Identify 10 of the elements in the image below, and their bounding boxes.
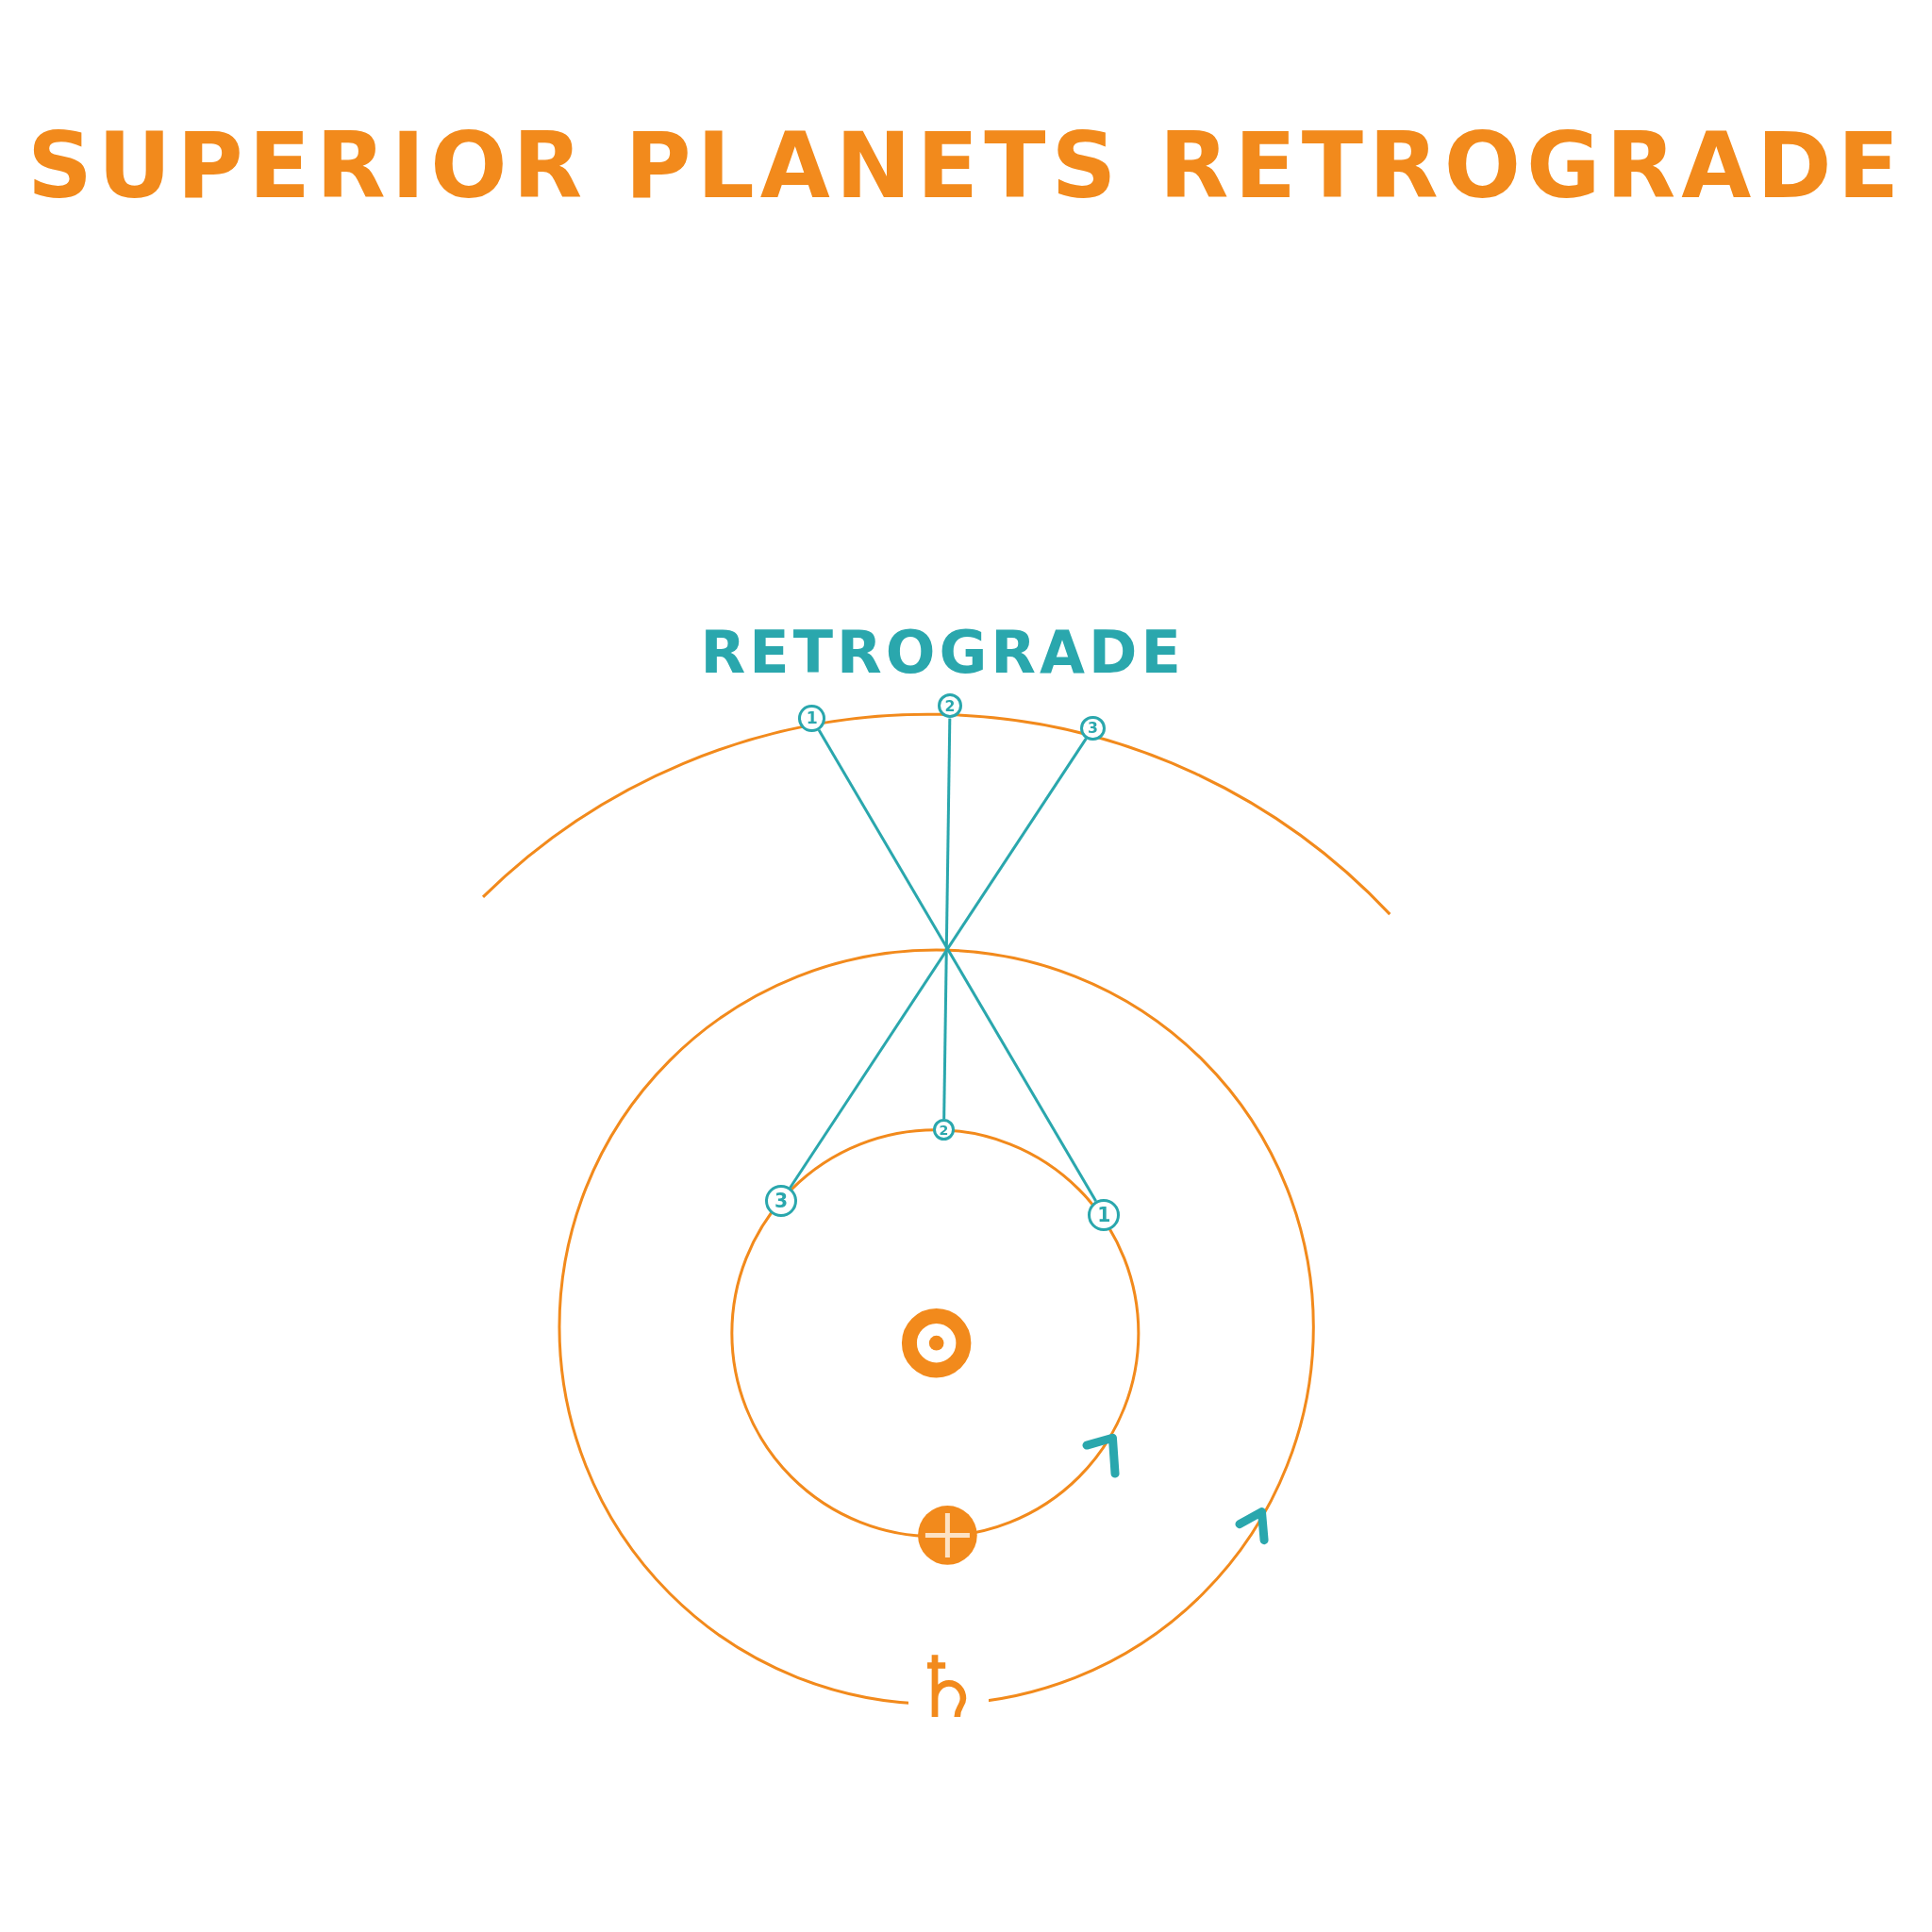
position-marker: 3	[1080, 715, 1106, 741]
position-marker: 1	[798, 705, 826, 732]
sight-line	[789, 738, 1088, 1190]
title: SUPERIOR PLANETS RETROGRADE	[26, 113, 1906, 219]
position-marker: 3	[765, 1185, 798, 1218]
sight-line	[817, 729, 1097, 1202]
position-marker: 2	[932, 1118, 956, 1141]
position-marker: 2	[937, 693, 963, 719]
position-marker: 1	[1088, 1198, 1121, 1231]
sight-line	[942, 718, 952, 1119]
